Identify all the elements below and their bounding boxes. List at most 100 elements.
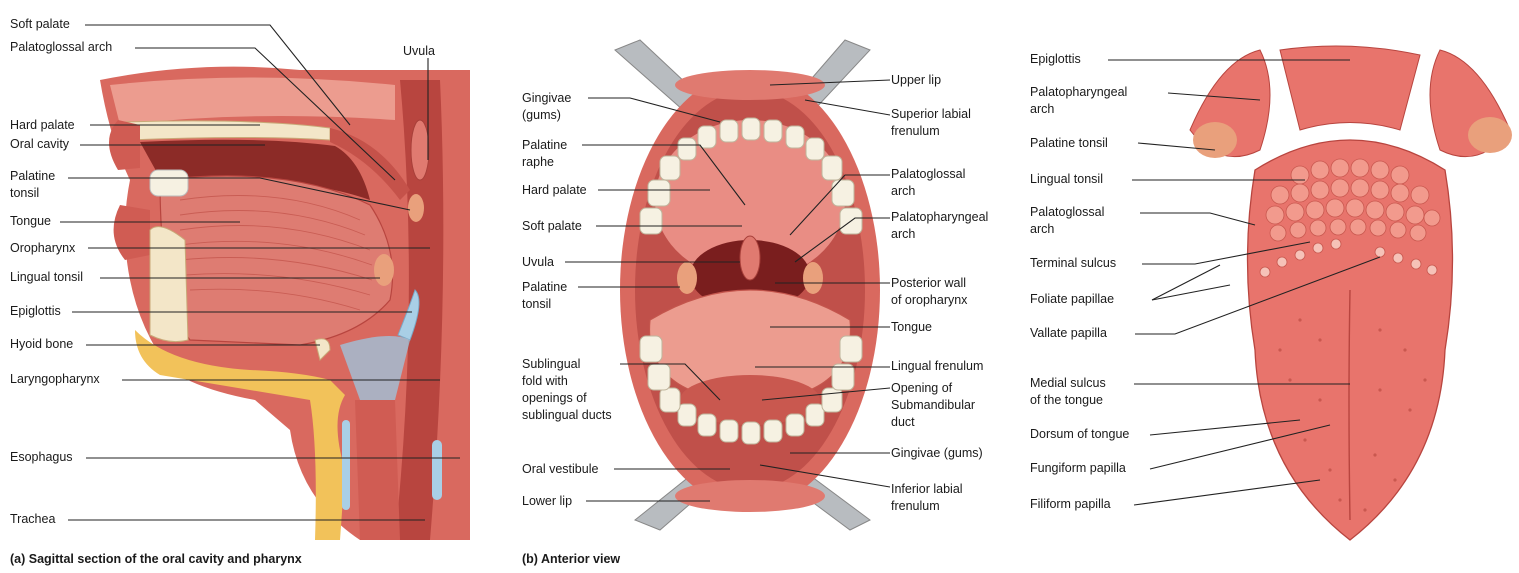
medial-sulcus-line xyxy=(1348,289,1351,521)
label-inferior-frenulum-2: frenulum xyxy=(891,499,940,513)
upper-tooth xyxy=(149,169,189,197)
label-filiform: Filiform papilla xyxy=(1030,497,1111,511)
upper-lip-front xyxy=(675,70,825,100)
label-palatine-tonsil-b2: tonsil xyxy=(522,297,552,311)
label-posterior-wall-1: Posterior wall xyxy=(891,276,967,290)
label-tongue-b: Tongue xyxy=(891,320,933,334)
tongue-illustration xyxy=(1189,45,1512,541)
label-palatoglossal-b2: arch xyxy=(891,184,916,198)
label-gingivae-1: Gingivae xyxy=(522,91,572,105)
panel-tongue: Epiglottis Palatopharyngeal arch Palatin… xyxy=(1020,0,1519,573)
label-palatoglossal-c1: Palatoglossal xyxy=(1030,205,1105,219)
palatine-tonsil-shape xyxy=(408,194,424,222)
caption-anterior: (b) Anterior view xyxy=(522,552,621,566)
label-epiglottis-c: Epiglottis xyxy=(1030,52,1081,66)
label-hard-palate: Hard palate xyxy=(10,118,75,132)
uvula-front xyxy=(739,235,761,281)
label-sublingual-2: fold with xyxy=(522,374,568,388)
label-palatine-raphe-1: Palatine xyxy=(522,138,568,152)
floor-of-mouth xyxy=(680,375,820,425)
label-sublingual-1: Sublingual xyxy=(522,357,581,371)
label-medial-sulcus-2: of the tongue xyxy=(1030,393,1103,407)
label-palatine-tonsil-b1: Palatine xyxy=(522,280,568,294)
esophagus-cartilage xyxy=(342,420,350,510)
trachea-shape xyxy=(355,400,400,540)
label-palatoglossal-arch: Palatoglossal arch xyxy=(10,40,113,54)
sagittal-leaders xyxy=(60,24,460,521)
sagittal-illustration xyxy=(100,66,470,541)
label-palatopharyngeal-b1: Palatopharyngeal xyxy=(891,210,989,224)
soft-palate-shape xyxy=(330,128,410,200)
palate-area xyxy=(655,120,845,280)
panel-anterior: Gingivae (gums) Palatine raphe Hard pala… xyxy=(510,0,1010,573)
hyoid-shape xyxy=(314,338,331,361)
label-palatine-raphe-2: raphe xyxy=(522,155,554,169)
label-gingivae-2: (gums) xyxy=(522,108,561,122)
caption-sagittal: (a) Sagittal section of the oral cavity … xyxy=(10,552,302,566)
label-laryngopharynx: Laryngopharynx xyxy=(10,372,100,386)
label-lingual-tonsil-c: Lingual tonsil xyxy=(1030,172,1103,186)
trachea-cartilage xyxy=(432,440,442,500)
label-palatine-tonsil-c: Palatine tonsil xyxy=(1030,136,1108,150)
panel-sagittal: Soft palate Palatoglossal arch Uvula Har… xyxy=(0,0,505,573)
anterior-leaders xyxy=(565,79,891,502)
uvula-shape xyxy=(410,119,430,181)
label-lingual-frenulum: Lingual frenulum xyxy=(891,359,984,373)
pharynx-wall xyxy=(395,80,444,540)
tonsil-left xyxy=(677,262,697,294)
label-opening-2: Submandibular xyxy=(891,398,976,412)
label-superior-frenulum-2: frenulum xyxy=(891,124,940,138)
label-hyoid-bone: Hyoid bone xyxy=(10,337,74,351)
lower-lip xyxy=(113,205,150,260)
lingual-tonsil-bumps xyxy=(1265,158,1441,242)
label-inferior-frenulum-1: Inferior labial xyxy=(891,482,963,496)
label-sublingual-3: openings of xyxy=(522,391,587,405)
label-oral-cavity: Oral cavity xyxy=(10,137,70,151)
tongue-front xyxy=(648,289,852,396)
label-epiglottis: Epiglottis xyxy=(10,304,61,318)
label-palatine-tonsil-1: Palatine xyxy=(10,169,56,183)
label-oropharynx: Oropharynx xyxy=(10,241,76,255)
label-fungiform: Fungiform papilla xyxy=(1030,461,1126,475)
label-foliate-papillae: Foliate papillae xyxy=(1030,292,1115,306)
label-medial-sulcus-1: Medial sulcus xyxy=(1030,376,1106,390)
label-lower-lip: Lower lip xyxy=(522,494,573,508)
label-hard-palate-b: Hard palate xyxy=(522,183,587,197)
label-palatopharyngeal-c2: arch xyxy=(1030,102,1055,116)
label-superior-frenulum-1: Superior labial xyxy=(891,107,971,121)
label-esophagus: Esophagus xyxy=(10,450,73,464)
label-oral-vestibule: Oral vestibule xyxy=(522,462,599,476)
mandible-bone xyxy=(149,226,189,343)
label-palatopharyngeal-b2: arch xyxy=(891,227,916,241)
larynx-cartilage xyxy=(340,336,410,410)
label-soft-palate-b: Soft palate xyxy=(522,219,582,233)
label-vallate-papilla: Vallate papilla xyxy=(1030,326,1107,340)
vallate-papillae xyxy=(1259,238,1438,278)
label-lingual-tonsil: Lingual tonsil xyxy=(10,270,83,284)
epiglottis-top xyxy=(1279,45,1421,131)
label-opening-1: Opening of xyxy=(891,381,953,395)
submandibular-fat xyxy=(135,330,345,540)
label-terminal-sulcus: Terminal sulcus xyxy=(1030,256,1117,270)
tongue-leaders xyxy=(1108,59,1381,506)
label-upper-lip: Upper lip xyxy=(891,73,942,87)
label-posterior-wall-2: of oropharynx xyxy=(891,293,968,307)
label-palatine-tonsil-2: tonsil xyxy=(10,186,40,200)
label-opening-3: duct xyxy=(891,415,915,429)
label-palatoglossal-c2: arch xyxy=(1030,222,1055,236)
lower-teeth xyxy=(639,335,863,445)
label-trachea: Trachea xyxy=(10,512,56,526)
surface-papillae xyxy=(1278,318,1427,512)
label-uvula-b: Uvula xyxy=(522,255,554,269)
label-tongue: Tongue xyxy=(10,214,52,228)
label-dorsum: Dorsum of tongue xyxy=(1030,427,1130,441)
lower-lip-front xyxy=(675,480,825,512)
label-soft-palate: Soft palate xyxy=(10,17,70,31)
label-palatopharyngeal-c1: Palatopharyngeal xyxy=(1030,85,1128,99)
right-palatine-tonsil xyxy=(1468,117,1512,153)
label-uvula: Uvula xyxy=(403,44,435,58)
label-gingivae-gums: Gingivae (gums) xyxy=(891,446,983,460)
upper-teeth xyxy=(639,117,863,235)
epiglottis-shape xyxy=(397,289,420,341)
tonsil-right xyxy=(803,262,823,294)
